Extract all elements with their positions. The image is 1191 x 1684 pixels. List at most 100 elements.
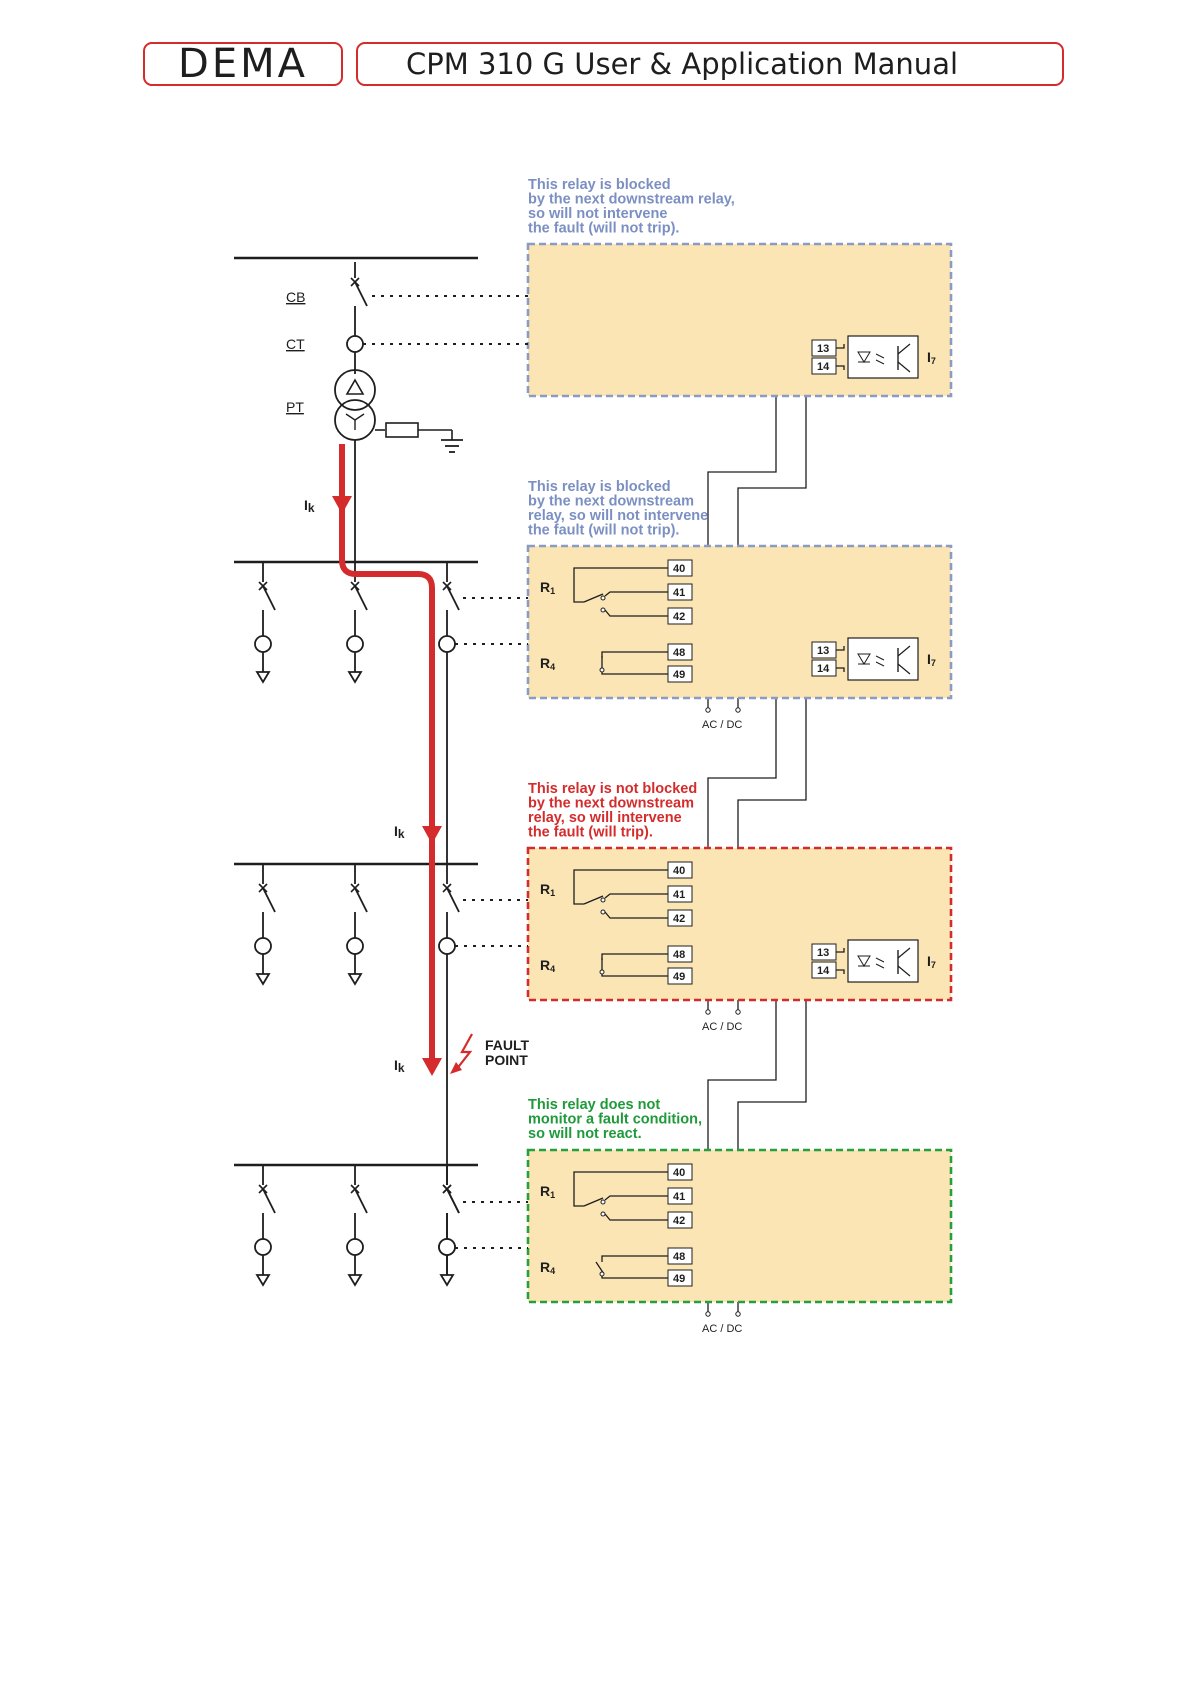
breaker-blade [446, 585, 460, 611]
relay-note-line: This relay is blocked [528, 177, 671, 193]
input-i7-label: I7 [927, 349, 936, 366]
terminal-number: 13 [817, 947, 829, 959]
terminal-number: 41 [673, 587, 685, 599]
fault-current-arrow-icon [422, 1058, 442, 1076]
terminal-number: 14 [817, 663, 830, 675]
input-wire [836, 969, 845, 974]
current-transformer-icon [346, 335, 364, 353]
breaker-blade [446, 887, 460, 913]
potential-transformer-icon [334, 369, 376, 411]
terminal-number: 40 [673, 1167, 685, 1179]
company-logo: DEMA [178, 41, 308, 87]
relay-note-line: relay, so will not intervene [528, 508, 708, 524]
feeder-arrow-icon [347, 1274, 363, 1287]
terminal-number: 13 [817, 645, 829, 657]
fault-current-label: Ik [304, 497, 315, 515]
current-transformer-icon [438, 1238, 456, 1256]
circuit-breaker-symbol [258, 1184, 276, 1214]
light-ray-icon [875, 359, 885, 365]
contact-blade [583, 895, 604, 905]
terminal-number: 42 [673, 913, 685, 925]
breaker-blade [262, 585, 276, 611]
logo-box: DEMA [143, 41, 343, 87]
fault-label: FAULT [485, 1037, 530, 1053]
star-winding-icon [345, 413, 356, 421]
contact-point [600, 909, 606, 915]
fault-current-arrow-icon [332, 496, 352, 514]
supply-terminal [705, 1009, 711, 1015]
input-wire [836, 667, 845, 672]
relay-r1-label: R1 [540, 579, 555, 596]
contact-wire [601, 1276, 668, 1279]
current-transformer-icon [438, 937, 456, 955]
relay-r4-label: R4 [540, 1259, 555, 1276]
input-wire [836, 344, 845, 349]
contact-wire [604, 591, 668, 597]
breaker-blade [262, 1188, 276, 1214]
relay-note-line: so will not react. [528, 1126, 642, 1142]
relay-note-line: by the next downstream [528, 494, 694, 510]
relay-r4-label: R4 [540, 957, 555, 974]
phototransistor-icon [897, 645, 911, 657]
terminal-number: 41 [673, 1191, 685, 1203]
current-transformer-icon [254, 1238, 272, 1256]
input-wire [836, 948, 845, 953]
supply-terminal [705, 707, 711, 713]
relay-note-line: This relay is not blocked [528, 781, 697, 797]
breaker-blade [354, 281, 368, 307]
terminal-number: 49 [673, 1273, 685, 1285]
contact-wire [601, 1255, 668, 1262]
led-icon [857, 653, 871, 665]
current-transformer-icon [254, 635, 272, 653]
fault-label: POINT [485, 1052, 528, 1068]
terminal-number: 40 [673, 563, 685, 575]
led-icon [857, 351, 871, 363]
supply-terminal [735, 1311, 741, 1317]
relay-r1-label: R1 [540, 1183, 555, 1200]
light-ray-icon [875, 353, 885, 359]
terminal-number: 14 [817, 965, 830, 977]
terminal-number: 49 [673, 669, 685, 681]
input-i7-label: I7 [927, 651, 936, 668]
supply-label: AC / DC [702, 719, 742, 731]
contact-wire [573, 869, 668, 905]
terminal-number: 49 [673, 971, 685, 983]
contact-blade [583, 1197, 604, 1207]
contact-point [599, 969, 605, 975]
supply-terminal [705, 1311, 711, 1317]
relay-note-line: This relay is blocked [528, 479, 671, 495]
relay-frame [526, 1148, 953, 1304]
terminal-number: 42 [673, 611, 685, 623]
circuit-breaker-symbol [350, 883, 368, 913]
current-transformer-icon [346, 635, 364, 653]
phototransistor-icon [897, 343, 911, 355]
relay-note-line: by the next downstream [528, 796, 694, 812]
cb-label: CB [286, 289, 305, 305]
circuit-breaker-symbol [442, 1184, 460, 1214]
phototransistor-icon [897, 361, 911, 373]
manual-title: CPM 310 G User & Application Manual [406, 47, 959, 81]
breaker-blade [262, 887, 276, 913]
contact-wire [601, 974, 668, 977]
circuit-breaker-symbol [350, 277, 368, 307]
contact-point [600, 595, 606, 601]
contact-wire [604, 1195, 668, 1201]
contact-point [599, 1271, 605, 1277]
input-wire [836, 646, 845, 651]
ct-label: CT [286, 336, 305, 352]
light-ray-icon [875, 655, 885, 661]
circuit-breaker-symbol [350, 1184, 368, 1214]
fault-current-layer [332, 444, 473, 1076]
contact-point [599, 667, 605, 673]
terminal-number: 41 [673, 889, 685, 901]
fault-current-path [339, 444, 435, 1062]
light-ray-icon [875, 957, 885, 963]
input-i7-label: I7 [927, 953, 936, 970]
feeder-arrow-icon [347, 671, 363, 684]
neutral-resistor-icon [385, 422, 419, 438]
led-icon [857, 955, 871, 967]
terminal-number: 13 [817, 343, 829, 355]
relay-note-line: the fault (will not trip). [528, 523, 679, 539]
